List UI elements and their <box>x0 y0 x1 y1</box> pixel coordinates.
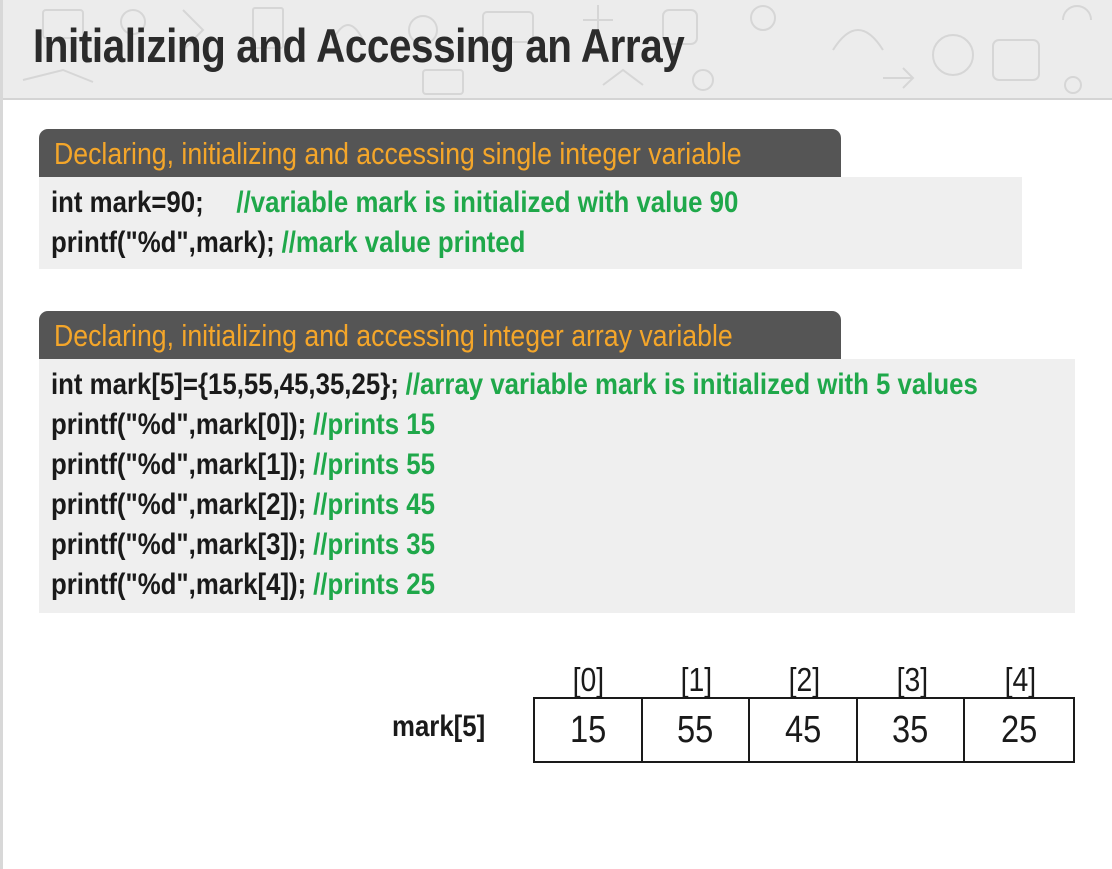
code-text: printf("%d",mark[1]); <box>51 448 307 481</box>
code-comment: //prints 55 <box>313 448 435 481</box>
code-line: int mark=90; //variable mark is initializ… <box>51 183 886 223</box>
array-cell: 15 <box>535 699 643 761</box>
array-cell: 45 <box>750 699 858 761</box>
code-comment: //array variable mark is initialized wit… <box>405 368 978 401</box>
array-index: [0] <box>572 661 604 698</box>
section-heading-single-variable: Declaring, initializing and accessing si… <box>39 129 841 177</box>
array-index: [4] <box>1004 661 1036 698</box>
code-block-array-variable: int mark[5]={15,55,45,35,25};//array var… <box>39 359 1075 613</box>
code-comment: //prints 45 <box>313 488 435 521</box>
code-comment: //prints 35 <box>313 528 435 561</box>
code-line: printf("%d",mark[3]);//prints 35 <box>51 525 932 565</box>
code-line: printf("%d",mark);//mark value printed <box>51 223 886 263</box>
array-index: [1] <box>680 661 712 698</box>
code-comment: //prints 25 <box>313 568 435 601</box>
code-line: printf("%d",mark[0]);//prints 15 <box>51 405 932 445</box>
doodle-background-icon <box>22 5 1092 95</box>
section-heading-text: Declaring, initializing and accessing in… <box>54 318 733 353</box>
code-text: printf("%d",mark[3]); <box>51 528 307 561</box>
code-block-single-variable: int mark=90; //variable mark is initializ… <box>39 177 1022 269</box>
array-cell: 35 <box>858 699 966 761</box>
code-text: printf("%d",mark); <box>51 226 275 259</box>
array-cell: 25 <box>1000 709 1038 751</box>
array-index: [3] <box>896 661 928 698</box>
page-title: Initializing and Accessing an Array <box>33 19 685 72</box>
code-comment: //mark value printed <box>281 226 526 259</box>
code-comment: //variable mark is initialized with valu… <box>236 186 739 219</box>
code-line: printf("%d",mark[1]);//prints 55 <box>51 445 932 485</box>
code-text: printf("%d",mark[4]); <box>51 568 307 601</box>
code-line: int mark[5]={15,55,45,35,25};//array var… <box>51 365 978 405</box>
array-cell: 55 <box>643 699 751 761</box>
array-cells: 15 55 45 35 25 <box>533 697 1075 763</box>
code-text: printf("%d",mark[0]); <box>51 408 307 441</box>
code-text: printf("%d",mark[2]); <box>51 488 307 521</box>
section-heading-array-variable: Declaring, initializing and accessing in… <box>39 311 841 359</box>
code-comment: //prints 15 <box>313 408 435 441</box>
array-label: mark[5] <box>392 710 486 743</box>
array-index: [2] <box>788 661 820 698</box>
code-text: int mark[5]={15,55,45,35,25}; <box>51 368 399 401</box>
code-line: printf("%d",mark[2]);//prints 45 <box>51 485 932 525</box>
code-line: printf("%d",mark[4]);//prints 25 <box>51 565 932 605</box>
slide-header: Initializing and Accessing an Array <box>3 0 1112 100</box>
code-text: int mark=90; <box>51 186 204 219</box>
section-heading-text: Declaring, initializing and accessing si… <box>54 136 742 171</box>
